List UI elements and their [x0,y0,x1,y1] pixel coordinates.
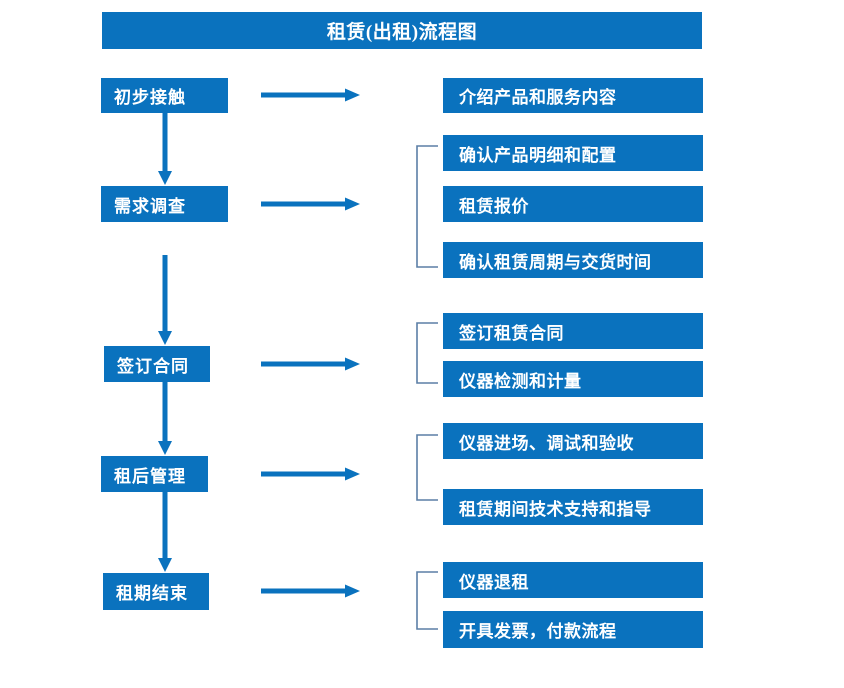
arrow-right-5 [261,584,361,598]
stage-box-5[interactable]: 租期结束 [103,573,209,610]
detail-box-6[interactable]: 仪器检测和计量 [443,361,703,397]
detail-box-1[interactable]: 介绍产品和服务内容 [443,78,703,113]
arrow-right-2 [261,197,361,211]
page-title: 租赁(出租)流程图 [102,12,702,49]
arrow-down-1 [157,113,173,186]
detail-box-5[interactable]: 签订租赁合同 [443,313,703,349]
group-bracket-1 [415,145,439,268]
group-bracket-2 [415,322,439,384]
detail-box-8[interactable]: 租赁期间技术支持和指导 [443,489,703,525]
arrow-down-3 [157,382,173,456]
detail-box-10[interactable]: 开具发票，付款流程 [443,611,703,648]
group-bracket-4 [415,571,439,630]
arrow-right-3 [261,357,361,371]
detail-box-9[interactable]: 仪器退租 [443,562,703,598]
arrow-right-4 [261,467,361,481]
arrow-down-2 [157,255,173,346]
group-bracket-3 [415,434,439,501]
detail-box-7[interactable]: 仪器进场、调试和验收 [443,423,703,459]
stage-box-4[interactable]: 租后管理 [101,456,208,492]
detail-box-3[interactable]: 租赁报价 [443,186,703,222]
arrow-down-4 [157,492,173,573]
detail-box-2[interactable]: 确认产品明细和配置 [443,135,703,171]
stage-box-3[interactable]: 签订合同 [104,346,210,382]
detail-box-4[interactable]: 确认租赁周期与交货时间 [443,242,703,278]
stage-box-2[interactable]: 需求调查 [101,186,228,222]
arrow-right-1 [261,88,361,102]
stage-box-1[interactable]: 初步接触 [101,78,228,113]
